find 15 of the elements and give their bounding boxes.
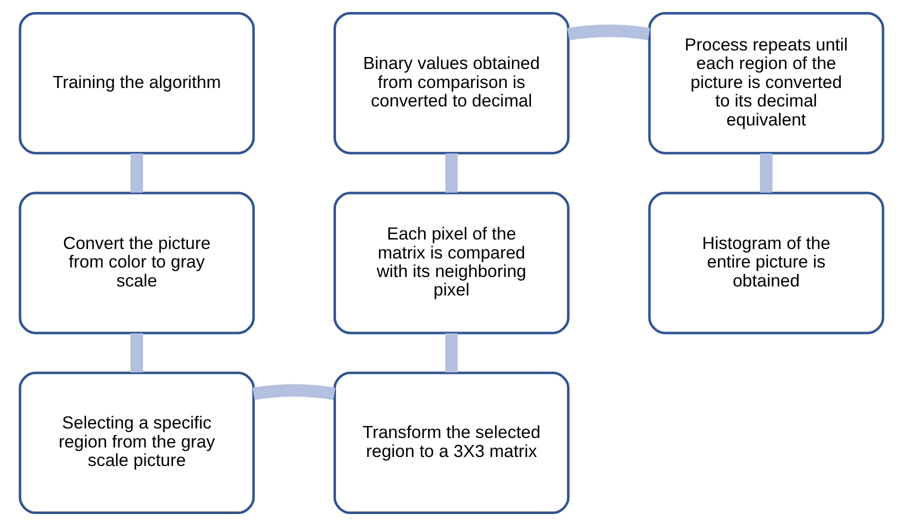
- node-box: Selecting a specific region from the gray scale picture: [18, 372, 254, 514]
- connector: [252, 384, 335, 400]
- node-box: Convert the picture from color to gray scale: [18, 192, 254, 334]
- connector: [566, 24, 650, 40]
- node-box: Transform the selected region to a 3X3 matrix: [332, 372, 570, 514]
- node-box: Training the algorithm: [18, 12, 254, 154]
- connector: [130, 153, 143, 193]
- node-box: Each pixel of the matrix is compared with its neighboring pixel: [332, 192, 570, 334]
- connector: [444, 153, 458, 193]
- node-box: Process repeats until each region of the picture is converted to its decimal equivalent: [648, 12, 884, 154]
- node-box: Histogram of the entire picture is obtained: [648, 192, 884, 334]
- node-box: Binary values obtained from comparison is converted to decimal: [332, 12, 570, 154]
- connector: [444, 333, 458, 372]
- connector: [759, 153, 772, 193]
- connector: [130, 333, 143, 372]
